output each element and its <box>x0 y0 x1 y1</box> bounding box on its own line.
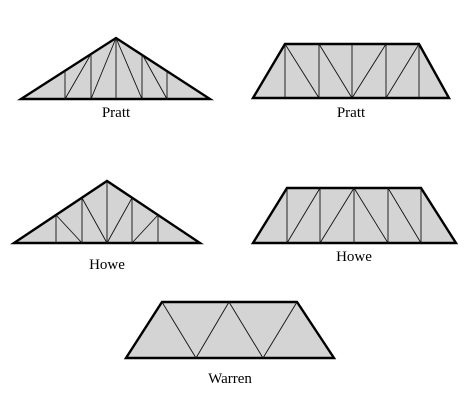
pratt-bridge-web-members <box>284 43 420 99</box>
pratt-roof-web-members <box>64 37 168 100</box>
howe-bridge-label: Howe <box>336 249 372 265</box>
pratt-roof-truss: Pratt <box>16 36 215 121</box>
pratt-bridge-member-8 <box>351 43 387 99</box>
pratt-roof-member-9 <box>141 53 168 100</box>
howe-roof-web-members <box>55 181 159 244</box>
warren-bridge-outline <box>123 300 337 360</box>
warren-bridge-label: Warren <box>208 371 252 387</box>
pratt-bridge-label: Pratt <box>337 105 366 121</box>
pratt-roof-member-7 <box>90 37 117 100</box>
pratt-bridge-truss: Pratt <box>250 42 452 121</box>
warren-bridge-web-members <box>161 301 298 359</box>
pratt-bridge-member-7 <box>318 43 353 99</box>
warren-bridge-truss: Warren <box>123 300 337 387</box>
pratt-bridge-member-6 <box>284 43 320 99</box>
pratt-roof-member-8 <box>115 37 143 100</box>
howe-roof-member-8 <box>106 197 133 244</box>
pratt-bridge-member-9 <box>385 43 420 99</box>
howe-bridge-member-9 <box>387 187 422 244</box>
howe-bridge-truss: Howe <box>250 186 459 265</box>
howe-roof-member-7 <box>81 197 108 244</box>
pratt-bridge-outline <box>250 42 452 100</box>
howe-bridge-member-7 <box>319 187 355 244</box>
howe-bridge-member-6 <box>286 187 321 244</box>
warren-bridge-member-3 <box>228 301 264 359</box>
howe-roof-truss: Howe <box>10 179 204 273</box>
howe-roof-member-9 <box>131 214 159 244</box>
howe-bridge-web-members <box>286 187 422 244</box>
warren-bridge-member-1 <box>161 301 197 359</box>
howe-roof-label: Howe <box>89 257 125 273</box>
howe-roof-member-6 <box>55 214 83 244</box>
warren-bridge-member-4 <box>262 301 298 359</box>
pratt-roof-member-6 <box>64 53 92 100</box>
pratt-roof-outline <box>16 36 215 101</box>
pratt-roof-label: Pratt <box>102 105 131 121</box>
howe-bridge-outline <box>250 186 459 245</box>
howe-bridge-member-8 <box>353 187 389 244</box>
warren-bridge-member-2 <box>195 301 230 359</box>
